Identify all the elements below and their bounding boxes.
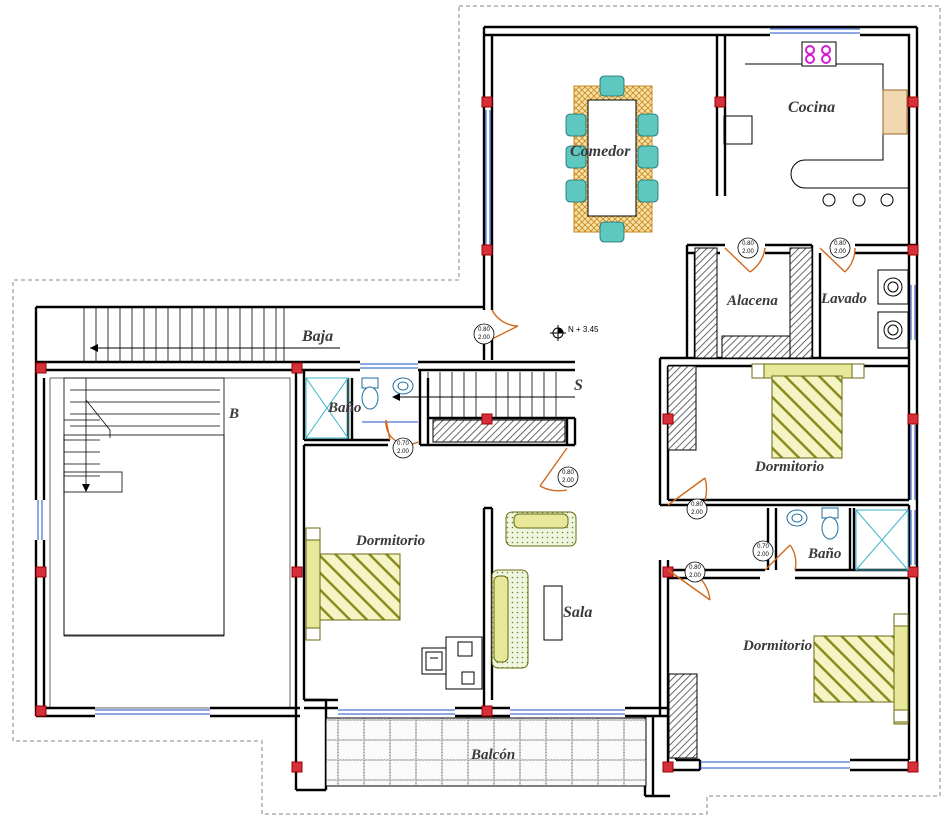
door-tag-7-width: 0.70 bbox=[757, 544, 769, 550]
level-marker-icon bbox=[550, 325, 566, 341]
windows bbox=[37, 28, 916, 769]
room-label-dormitorio-left: Dormitorio bbox=[356, 533, 426, 549]
door-tag-8-width: 0.80 bbox=[689, 565, 701, 571]
hatched-walls bbox=[432, 247, 813, 759]
door-tag-3-height: 2.00 bbox=[834, 249, 846, 255]
door-tag-2-width: 0.80 bbox=[742, 241, 754, 247]
site-boundary bbox=[12, 5, 941, 815]
room-label-cocina: Cocina bbox=[788, 99, 836, 116]
room-label-lavado: Lavado bbox=[821, 291, 867, 307]
door-tag-5-height: 2.00 bbox=[562, 478, 574, 484]
room-label-bano-right: Baño bbox=[808, 546, 842, 562]
room-label-alacena: Alacena bbox=[727, 293, 778, 309]
room-label-bano-left: Baño bbox=[328, 400, 362, 416]
bed-right-top bbox=[751, 363, 865, 459]
door-tags bbox=[392, 237, 851, 583]
baja-arrow bbox=[90, 344, 98, 352]
sink-left bbox=[392, 377, 414, 395]
stair-label-sube: S bbox=[574, 377, 583, 394]
bed-right-bottom bbox=[813, 613, 909, 725]
bed-left bbox=[305, 527, 401, 641]
toilet-right bbox=[821, 507, 839, 540]
room-label-dormitorio-right-top: Dormitorio bbox=[755, 459, 825, 475]
sofa-left bbox=[491, 569, 529, 669]
room-label-sala: Sala bbox=[563, 604, 593, 621]
door-tag-8-height: 2.00 bbox=[689, 573, 701, 579]
laundry-machines bbox=[877, 269, 909, 349]
kitchen-counter bbox=[723, 63, 909, 207]
stair-label-baja: Baja bbox=[302, 328, 334, 345]
bath-right-fixtures bbox=[855, 509, 909, 571]
door-tag-4-height: 2.00 bbox=[397, 449, 409, 455]
balcony-floor bbox=[325, 717, 647, 787]
stair-down-arrow bbox=[82, 484, 90, 492]
door-tag-6-height: 2.00 bbox=[691, 510, 703, 516]
sink-right bbox=[786, 509, 808, 527]
sofa-top bbox=[505, 511, 577, 547]
room-label-balcon: Balcón bbox=[471, 747, 516, 763]
room-label-dormitorio-right-bottom: Dormitorio bbox=[743, 638, 813, 654]
door-tag-1-height: 2.00 bbox=[478, 335, 490, 341]
coffee-table bbox=[543, 585, 563, 641]
sube-arrow bbox=[392, 393, 400, 401]
bath-left-fixtures bbox=[305, 377, 349, 439]
door-tag-2-height: 2.00 bbox=[742, 249, 754, 255]
door-tag-4-width: 0.70 bbox=[397, 441, 409, 447]
door-tag-5-width: 0.80 bbox=[562, 470, 574, 476]
stair-left-well bbox=[49, 377, 291, 709]
level-label: N + 3.45 bbox=[568, 325, 599, 334]
desk bbox=[421, 636, 483, 690]
room-label-comedor: Comedor bbox=[570, 143, 631, 160]
stair-label-b: B bbox=[229, 406, 240, 422]
toilet-left bbox=[361, 377, 379, 410]
door-swings bbox=[385, 247, 856, 601]
door-tag-1-width: 0.80 bbox=[478, 327, 490, 333]
door-tag-7-height: 2.00 bbox=[757, 552, 769, 558]
columns bbox=[35, 96, 919, 773]
stair-upper-left bbox=[83, 306, 340, 363]
stair-corridor bbox=[396, 372, 575, 418]
stove-icon bbox=[801, 41, 837, 67]
door-tag-6-width: 0.80 bbox=[691, 502, 703, 508]
dining-set bbox=[565, 75, 659, 243]
door-tag-3-width: 0.80 bbox=[834, 241, 846, 247]
